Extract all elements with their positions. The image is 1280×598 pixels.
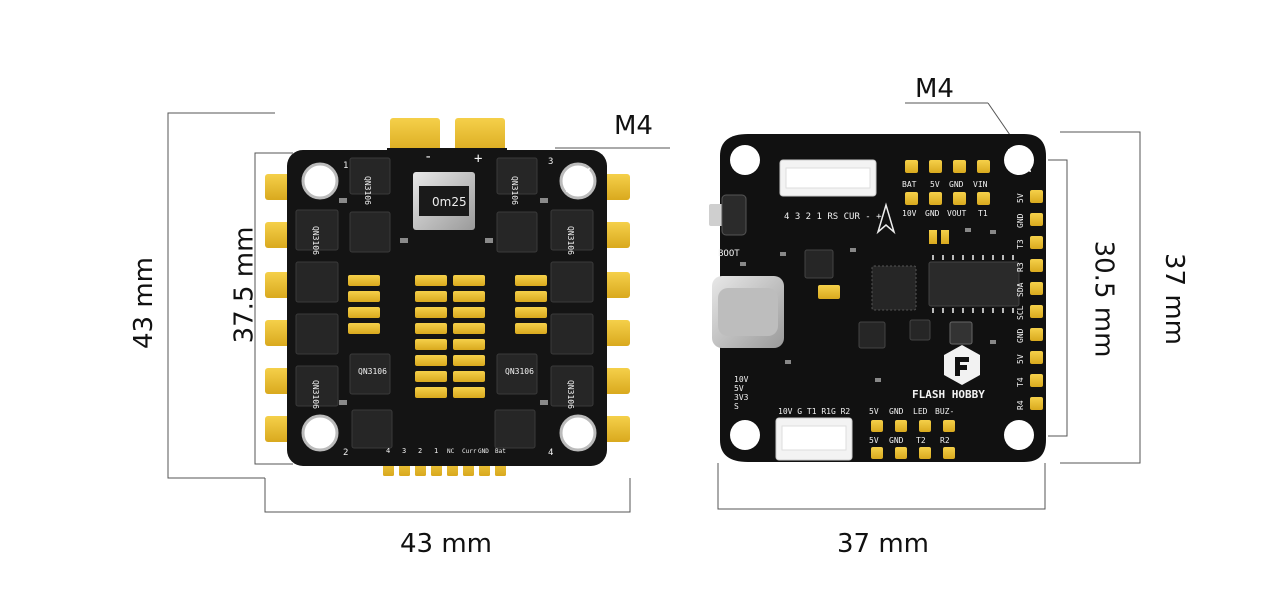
fc-board: FLASH HOBBY BOOT 4 3 2 1 RS CUR - + 10V … — [709, 134, 1046, 462]
esc-width-label: 43 mm — [400, 529, 493, 559]
svg-text:BAT: BAT — [902, 180, 917, 189]
svg-text:GND: GND — [1016, 328, 1025, 343]
hole-diameter-arrows — [565, 148, 1032, 193]
fc-bottom-pads — [871, 420, 955, 459]
svg-text:5V: 5V — [869, 407, 879, 416]
svg-text:R4: R4 — [1016, 400, 1025, 410]
boot-label: BOOT — [718, 249, 740, 259]
fc-mount-label: 30.5 mm — [1088, 240, 1119, 358]
boot-button-body — [709, 204, 725, 226]
svg-text:GND: GND — [949, 180, 964, 189]
svg-text:Curr: Curr — [462, 448, 477, 455]
svg-text:R2: R2 — [940, 436, 950, 445]
mosfet-marking: QN3106 — [311, 226, 320, 255]
esc-small-parts — [339, 198, 548, 405]
fc-bottom-pad-labels: 5V GND LED BUZ- 5V GND T2 R2 — [869, 407, 954, 445]
mosfet-marking: QN3106 — [358, 367, 387, 376]
esc-motor-pads — [265, 174, 630, 442]
motor-1-label: 1 — [343, 161, 348, 171]
svg-text:GND: GND — [925, 209, 940, 218]
svg-text:S: S — [734, 402, 739, 411]
mosfet-marking: QN3106 — [363, 176, 372, 205]
esc-power-pad-negative — [390, 118, 440, 154]
svg-text:LED: LED — [913, 407, 928, 416]
svg-text:NC: NC — [447, 448, 455, 455]
svg-text:5V: 5V — [1016, 354, 1025, 364]
svg-text:GND: GND — [478, 448, 489, 455]
svg-text:5V: 5V — [869, 436, 879, 445]
fc-right-pad-labels: 5V GND T3 R3 SDA SCL GND 5V T4 R4 — [1016, 193, 1025, 410]
bottom-connector-label: 10V G T1 R1G R2 — [778, 407, 850, 416]
shunt-label: 0m25 — [432, 195, 467, 209]
fc-mcu-chip — [928, 261, 1020, 307]
svg-text:T3: T3 — [1016, 239, 1025, 249]
svg-text:5V: 5V — [930, 180, 940, 189]
svg-text:SCL: SCL — [1016, 305, 1025, 320]
svg-text:Bat: Bat — [495, 448, 506, 455]
svg-text:SDA: SDA — [1016, 282, 1025, 297]
fc-hole-label: M4 — [915, 74, 954, 104]
esc-signal-pad-labels: 4 3 2 1 NC Curr GND Bat — [386, 447, 506, 455]
svg-text:BUZ-: BUZ- — [935, 407, 954, 416]
fc-top-pad-labels: BAT 5V GND VIN 10V GND VOUT T1 — [902, 180, 988, 218]
svg-text:10V: 10V — [902, 209, 917, 218]
svg-text:10V: 10V — [734, 375, 749, 384]
svg-text:GND: GND — [1016, 213, 1025, 228]
svg-text:3V3: 3V3 — [734, 393, 749, 402]
mosfet-marking: QN3106 — [311, 380, 320, 409]
svg-text:T4: T4 — [1016, 377, 1025, 387]
esc-power-pad-positive — [455, 118, 505, 154]
mosfet-marking: QN3106 — [566, 226, 575, 255]
fc-left-pad-labels: 10V 5V 3V3 S — [734, 375, 749, 411]
svg-text:T1: T1 — [978, 209, 988, 218]
esc-hole-label: M4 — [614, 111, 653, 141]
arrow-logo — [876, 202, 896, 235]
svg-text:T2: T2 — [916, 436, 926, 445]
motor-3-label: 3 — [548, 157, 553, 167]
svg-text:VOUT: VOUT — [947, 209, 966, 218]
svg-text:2: 2 — [418, 447, 422, 455]
esc-board: QN3106 QN3106 QN3106 QN3106 QN3106 QN310… — [265, 118, 630, 476]
flash-hobby-logo — [944, 345, 980, 385]
svg-text:VIN: VIN — [973, 180, 988, 189]
esc-mosfets — [295, 157, 594, 449]
esc-height-label: 43 mm — [129, 256, 160, 350]
motor-4-label: 4 — [548, 448, 553, 458]
mosfet-marking: QN3106 — [505, 367, 534, 376]
mosfet-marking: QN3106 — [510, 176, 519, 205]
fc-right-pads — [1030, 190, 1043, 410]
esc-capacitors — [348, 275, 547, 398]
svg-text:3: 3 — [402, 447, 406, 455]
svg-text:5V: 5V — [1016, 193, 1025, 203]
fc-height-label: 37 mm — [1159, 252, 1190, 346]
svg-text:GND: GND — [889, 436, 904, 445]
svg-text:R3: R3 — [1016, 262, 1025, 272]
fc-top-pads — [905, 160, 990, 205]
svg-text:4: 4 — [386, 447, 390, 455]
svg-text:GND: GND — [889, 407, 904, 416]
svg-text:5V: 5V — [734, 384, 744, 393]
esc-mount-label: 37.5 mm — [229, 226, 260, 344]
top-connector-label: 4 3 2 1 RS CUR - + — [784, 212, 882, 222]
negative-pad-label: - — [424, 149, 432, 165]
fc-gyro-chip — [871, 265, 917, 311]
positive-pad-label: + — [474, 151, 482, 167]
brand-text: FLASH HOBBY — [912, 388, 985, 401]
svg-text:1: 1 — [434, 447, 438, 455]
motor-2-label: 2 — [343, 448, 348, 458]
mosfet-marking: QN3106 — [566, 380, 575, 409]
fc-width-label: 37 mm — [837, 529, 930, 559]
